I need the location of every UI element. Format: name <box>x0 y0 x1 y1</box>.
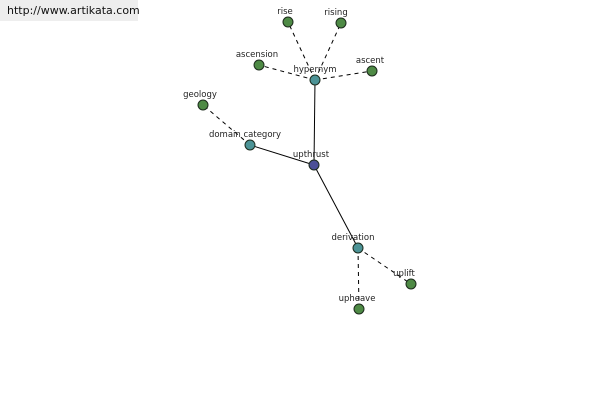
node-upheave[interactable] <box>353 303 365 315</box>
node-hypernym[interactable] <box>309 74 321 86</box>
node-label-upthrust[interactable]: upthrust <box>293 150 330 160</box>
node-label-derivation[interactable]: derivation <box>331 233 374 243</box>
edge-derivation-uplift <box>357 247 412 285</box>
node-upthrust[interactable] <box>308 159 320 171</box>
edge-upthrust-hypernym <box>313 79 316 166</box>
node-rising[interactable] <box>335 17 347 29</box>
node-label-domain-category[interactable]: domain category <box>209 130 281 140</box>
node-ascension[interactable] <box>253 59 265 71</box>
node-label-uplift[interactable]: uplift <box>393 269 415 279</box>
graph-nodes <box>197 16 417 315</box>
site-url-link[interactable]: http://www.artikata.com <box>7 4 140 17</box>
edge-upthrust-domain_category <box>249 144 315 166</box>
url-banner: http://www.artikata.com <box>0 0 140 21</box>
edge-derivation-upheave <box>357 247 360 310</box>
node-label-rising[interactable]: rising <box>324 8 347 18</box>
edge-hypernym-rise <box>287 21 316 81</box>
node-domain-category[interactable] <box>244 139 256 151</box>
edge-upthrust-derivation <box>313 164 359 249</box>
graph-edges <box>202 21 412 310</box>
node-label-ascent[interactable]: ascent <box>356 56 385 66</box>
node-label-upheave[interactable]: upheave <box>339 294 376 304</box>
node-label-rise[interactable]: rise <box>277 7 293 17</box>
node-rise[interactable] <box>282 16 294 28</box>
node-label-ascension[interactable]: ascension <box>236 50 278 60</box>
node-geology[interactable] <box>197 99 209 111</box>
edge-hypernym-ascent <box>314 70 373 81</box>
graph-labels: upthrust hypernym domain category derivatio… <box>183 7 415 304</box>
edge-hypernym-rising <box>314 22 342 81</box>
node-label-geology[interactable]: geology <box>183 90 217 100</box>
edge-hypernym-ascension <box>258 64 316 81</box>
node-ascent[interactable] <box>366 65 378 77</box>
edge-domain_category-geology <box>202 104 251 146</box>
node-label-hypernym[interactable]: hypernym <box>293 65 336 75</box>
node-derivation[interactable] <box>352 242 364 254</box>
node-uplift[interactable] <box>405 278 417 290</box>
